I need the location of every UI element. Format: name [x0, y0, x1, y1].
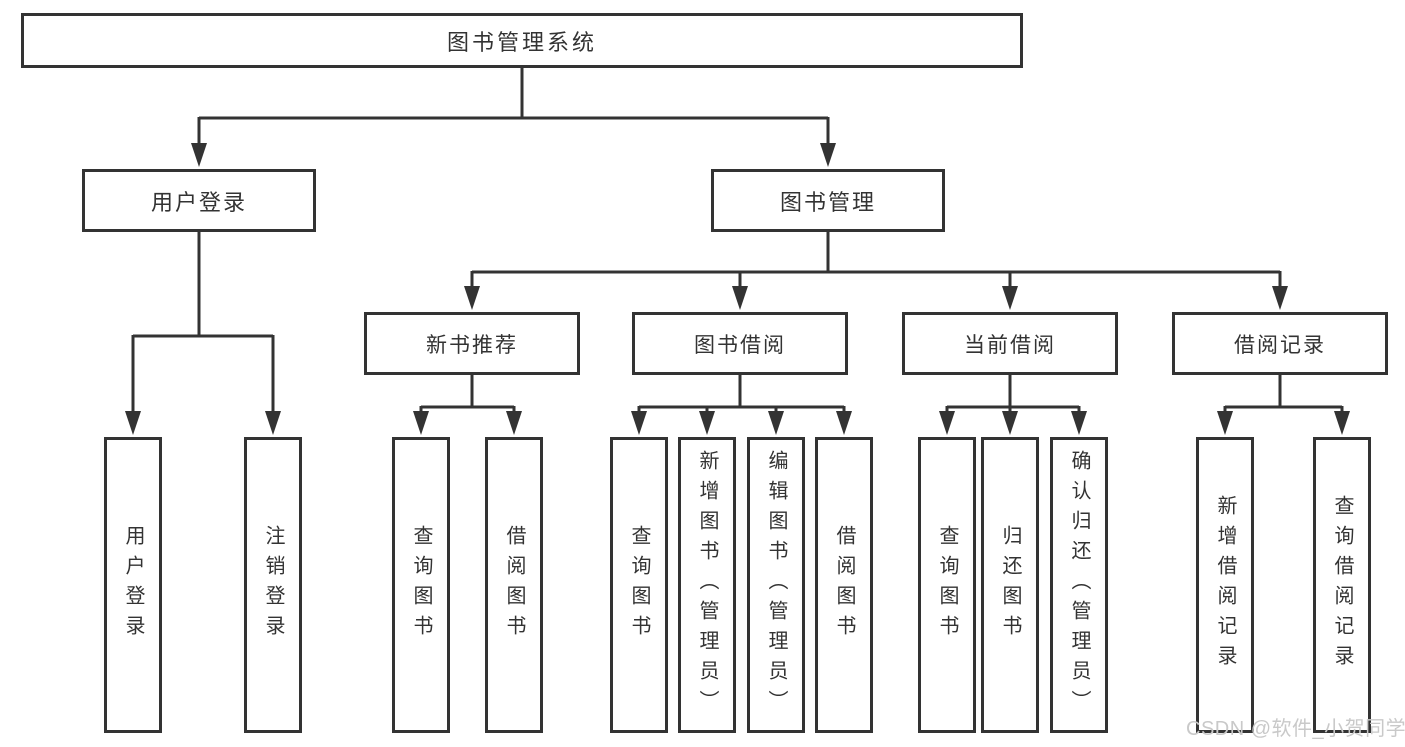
node-borrow-records: 借阅记录 — [1172, 312, 1388, 375]
leaf-confirm-return-admin-label: 确认归还（管理员） — [1068, 450, 1090, 720]
node-root-label: 图书管理系统 — [446, 29, 597, 55]
node-root: 图书管理系统 — [21, 13, 1023, 68]
arrowhead-icon — [1334, 411, 1350, 435]
connector-bookmgmt-to-level3 — [470, 230, 1282, 290]
leaf-query-books-current-label: 查询图书 — [936, 525, 958, 645]
leaf-add-book-admin: 新增图书（管理员） — [678, 437, 736, 733]
node-book-borrow-label: 图书借阅 — [694, 333, 786, 357]
node-user-login-label: 用户登录 — [150, 189, 247, 215]
leaf-add-book-admin-label: 新增图书（管理员） — [696, 450, 718, 720]
node-book-management: 图书管理 — [711, 169, 945, 232]
leaf-add-borrow-record: 新增借阅记录 — [1196, 437, 1254, 733]
leaf-query-books-borrow: 查询图书 — [610, 437, 668, 733]
leaf-query-books-borrow-label: 查询图书 — [628, 525, 650, 645]
connector-borrowrecords-to-leaves — [1223, 374, 1344, 414]
arrowhead-icon — [768, 411, 784, 435]
leaf-add-borrow-record-label: 新增借阅记录 — [1214, 495, 1236, 675]
arrowhead-icon — [699, 411, 715, 435]
node-new-book-recommend-label: 新书推荐 — [426, 333, 518, 357]
leaf-user-login-label: 用户登录 — [122, 525, 144, 645]
connector-root-to-level2 — [197, 68, 830, 150]
arrowhead-icon — [413, 411, 429, 435]
connector-newbook-to-leaves — [419, 374, 516, 414]
connector-currentborrow-to-leaves — [945, 374, 1081, 414]
arrowhead-icon — [1002, 286, 1018, 310]
leaf-borrow-books-2-label: 借阅图书 — [833, 525, 855, 645]
watermark-text: CSDN @软件_小贺同学 — [1186, 718, 1405, 740]
arrowhead-icon — [1272, 286, 1288, 310]
leaf-edit-book-admin: 编辑图书（管理员） — [747, 437, 805, 733]
connector-paths — [131, 68, 1344, 418]
leaf-query-borrow-record: 查询借阅记录 — [1313, 437, 1371, 733]
arrowhead-icon — [631, 411, 647, 435]
node-user-login: 用户登录 — [82, 169, 316, 232]
arrowhead-icon — [191, 143, 207, 167]
arrowhead-icon — [939, 411, 955, 435]
arrowhead-icon — [820, 143, 836, 167]
leaf-query-books-current: 查询图书 — [918, 437, 976, 733]
arrowhead-icon — [1217, 411, 1233, 435]
node-book-management-label: 图书管理 — [779, 189, 876, 215]
leaf-query-books-recommend-label: 查询图书 — [410, 525, 432, 645]
node-borrow-records-label: 借阅记录 — [1234, 333, 1326, 357]
arrowhead-icon — [265, 411, 281, 435]
node-current-borrow-label: 当前借阅 — [964, 333, 1056, 357]
arrowhead-icon — [125, 411, 141, 435]
arrowhead-icon — [836, 411, 852, 435]
node-new-book-recommend: 新书推荐 — [364, 312, 580, 375]
node-book-borrow: 图书借阅 — [632, 312, 848, 375]
arrowhead-icon — [464, 286, 480, 310]
connector-bookborrow-to-leaves — [637, 374, 846, 414]
node-current-borrow: 当前借阅 — [902, 312, 1118, 375]
arrowhead-icon — [506, 411, 522, 435]
leaf-borrow-books-recommend-label: 借阅图书 — [503, 525, 525, 645]
arrowhead-icon — [1071, 411, 1087, 435]
leaf-borrow-books-recommend: 借阅图书 — [485, 437, 543, 733]
leaf-confirm-return-admin: 确认归还（管理员） — [1050, 437, 1108, 733]
leaf-return-book-label: 归还图书 — [999, 525, 1021, 645]
leaf-user-login: 用户登录 — [104, 437, 162, 733]
leaf-borrow-books-2: 借阅图书 — [815, 437, 873, 733]
arrowhead-icon — [732, 286, 748, 310]
leaf-query-borrow-record-label: 查询借阅记录 — [1331, 495, 1353, 675]
leaf-logout-label: 注销登录 — [262, 525, 284, 645]
leaf-logout: 注销登录 — [244, 437, 302, 733]
leaf-edit-book-admin-label: 编辑图书（管理员） — [765, 450, 787, 720]
leaf-query-books-recommend: 查询图书 — [392, 437, 450, 733]
connector-userlogin-to-leaves — [131, 230, 275, 418]
arrowheads — [125, 143, 1350, 435]
leaf-return-book: 归还图书 — [981, 437, 1039, 733]
arrowhead-icon — [1002, 411, 1018, 435]
